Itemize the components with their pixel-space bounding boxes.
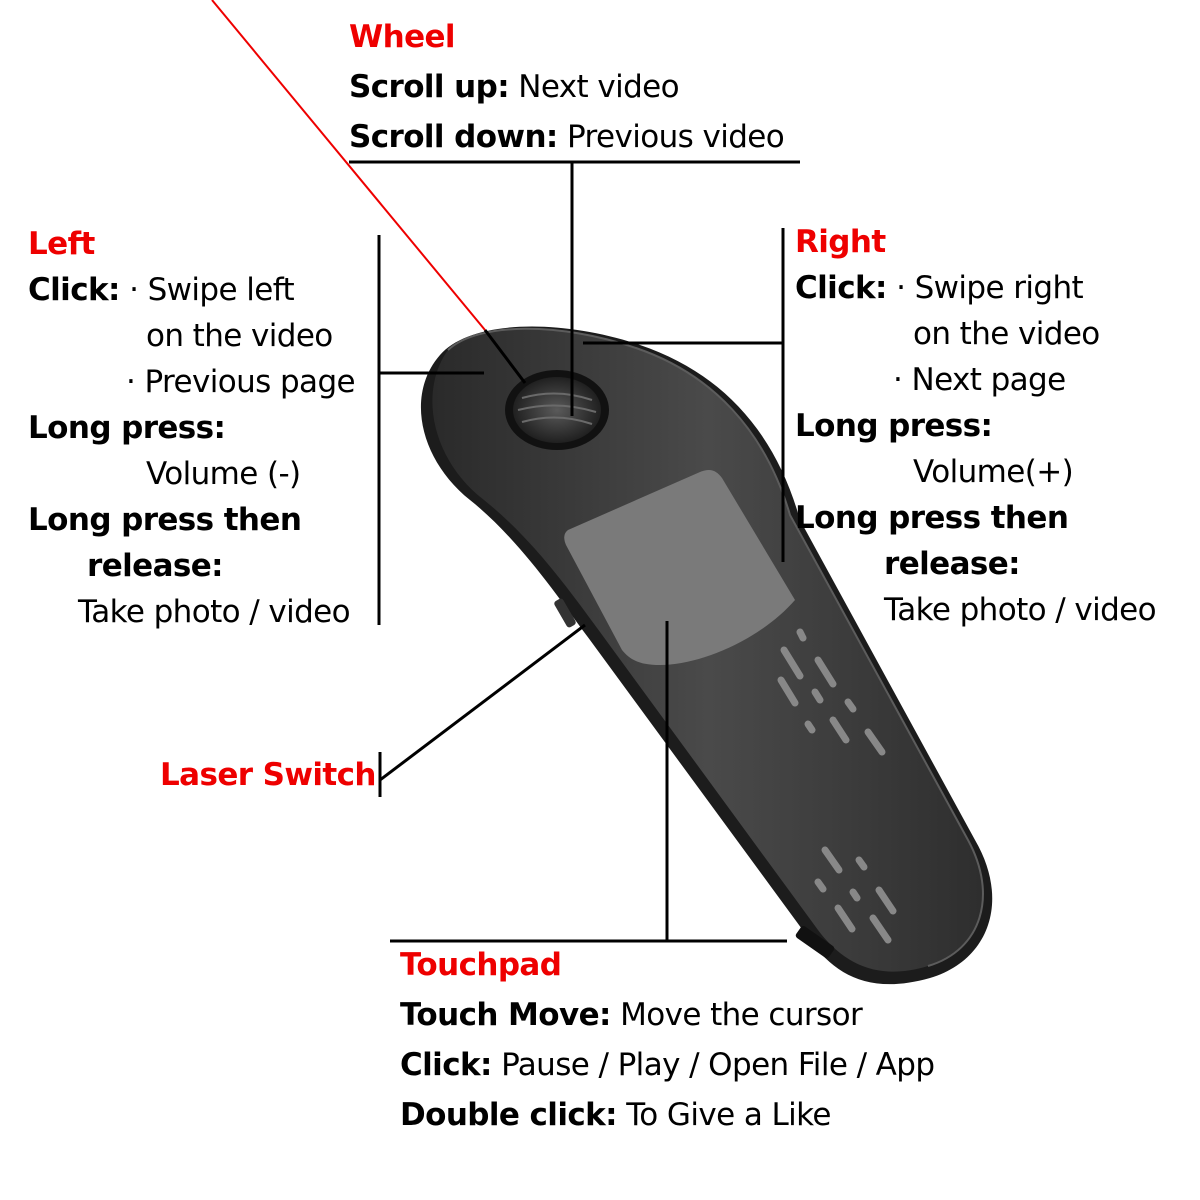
touchpad-callout: Touchpad Touch Move: Move the cursor Cli… <box>400 942 935 1138</box>
right-long-press-release-key-2: release: <box>884 546 1021 582</box>
left-long-press-release-key-2: release: <box>87 548 224 584</box>
right-click-key: Click: <box>795 270 887 306</box>
laser-switch-button[interactable] <box>553 598 577 629</box>
touchpad-click-value: Pause / Play / Open File / App <box>501 1047 935 1083</box>
wheel-row-scroll-down: Scroll down: Previous video <box>349 114 785 160</box>
grip-dashes-lower <box>814 846 897 944</box>
right-button-callout: Right Click: · Swipe right on the video … <box>795 219 1157 633</box>
right-long-press-value: Volume(+) <box>913 454 1074 490</box>
left-click-value-1: · Swipe left <box>129 272 295 308</box>
touchpad-row-touch-move: Touch Move: Move the cursor <box>400 992 934 1038</box>
touchpad-touch-move-value: Move the cursor <box>620 997 863 1033</box>
right-long-press-key: Long press: <box>795 408 993 444</box>
right-click-row: Click: · Swipe right <box>795 265 1156 311</box>
laser-beam <box>211 0 486 331</box>
right-click-value-2: on the video <box>913 316 1100 352</box>
left-long-press-key: Long press: <box>28 410 226 446</box>
grip-dashes-upper <box>777 628 886 756</box>
touchpad-row-double-click: Double click: To Give a Like <box>400 1092 934 1138</box>
wheel-scroll-up-value: Next video <box>518 69 680 105</box>
left-click-value-3: · Previous page <box>126 364 356 400</box>
touchpad-touch-move-key: Touch Move: <box>400 997 611 1033</box>
wheel-scroll-down-key: Scroll down: <box>349 119 558 155</box>
left-title: Left <box>28 226 95 262</box>
left-click-row: Click: · Swipe left <box>28 267 355 313</box>
wheel-scroll-down-value: Previous video <box>567 119 785 155</box>
touchpad-area[interactable] <box>564 470 795 665</box>
wheel-scroll-up-key: Scroll up: <box>349 69 510 105</box>
left-click-key: Click: <box>28 272 120 308</box>
left-long-press-release-key-1: Long press then <box>28 502 302 538</box>
laser-switch-title: Laser Switch <box>160 757 376 793</box>
touchpad-double-click-value: To Give a Like <box>626 1097 831 1133</box>
right-click-value-1: · Swipe right <box>896 270 1084 306</box>
left-long-press-release-value: Take photo / video <box>78 594 351 630</box>
touchpad-row-click: Click: Pause / Play / Open File / App <box>400 1042 935 1088</box>
touchpad-title: Touchpad <box>400 947 562 983</box>
left-long-press-value: Volume (-) <box>146 456 301 492</box>
left-button-callout: Left Click: · Swipe left on the video · … <box>28 221 356 635</box>
right-title: Right <box>795 224 886 260</box>
wheel-row-scroll-up: Scroll up: Next video <box>349 64 784 110</box>
laser-switch-callout: Laser Switch <box>160 752 376 798</box>
right-long-press-release-value: Take photo / video <box>884 592 1157 628</box>
touchpad-click-key: Click: <box>400 1047 492 1083</box>
leader-lines <box>349 160 800 943</box>
right-long-press-release-key-1: Long press then <box>795 500 1069 536</box>
wheel-callout: Wheel Scroll up: Next video Scroll down:… <box>349 14 785 160</box>
left-click-value-2: on the video <box>146 318 333 354</box>
wheel-title: Wheel <box>349 19 456 55</box>
touchpad-double-click-key: Double click: <box>400 1097 618 1133</box>
usb-port <box>795 925 835 959</box>
right-click-value-3: · Next page <box>893 362 1066 398</box>
scroll-wheel[interactable] <box>505 370 609 450</box>
